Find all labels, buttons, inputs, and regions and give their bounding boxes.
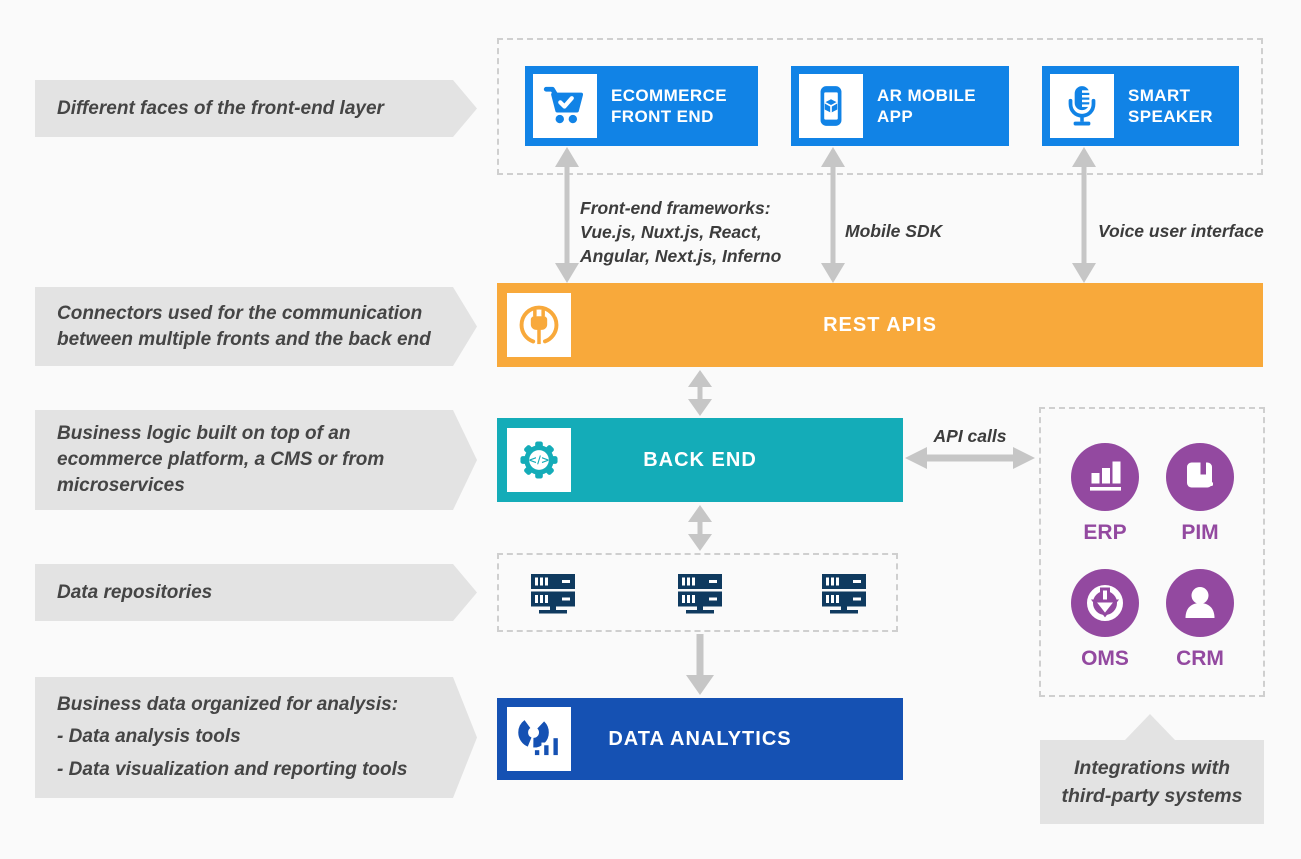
crm-circle [1166,569,1234,637]
shopping-cart-icon [533,74,597,138]
download-circle-icon [1087,585,1123,621]
bidirectional-arrow-mobile-rest [821,147,845,283]
oms-circle [1071,569,1139,637]
side-label-frontend: Different faces of the front-end layer [35,80,477,137]
side-label-connectors: Connectors used for the communication be… [35,287,477,366]
callout-pointer [1125,714,1175,740]
card-smart-speaker: SMART SPEAKER [1042,66,1239,146]
card-ar-mobile-app: AR MOBILE APP [791,66,1009,146]
frontend-layer-container [497,38,1263,175]
side-label-data-repositories: Data repositories [35,564,477,621]
gear-code-icon: </> [507,428,571,492]
erp-circle [1071,443,1139,511]
frameworks-note: Front-end frameworks: Vue.js, Nuxt.js, R… [580,198,782,267]
side-label-business-logic: Business logic built on top of an ecomme… [35,410,477,510]
microphone-icon [1050,74,1114,138]
pim-label: PIM [1181,521,1219,544]
bidirectional-arrow-speaker-rest [1072,147,1096,283]
plug-icon [507,293,571,357]
side-label-text: Different faces of the front-end layer [57,97,384,119]
bidirectional-arrow-backend-integrations [905,447,1035,469]
data-repositories-container [497,553,898,632]
bidirectional-arrow-ecommerce-rest [555,147,579,283]
ar-phone-icon [799,74,863,138]
server-icon [676,572,724,619]
server-icon [529,572,577,619]
side-label-text: Data repositories [57,581,213,603]
card-title: SMART SPEAKER [1128,85,1213,126]
down-arrow-repositories-analytics [686,634,714,695]
integrations-note-text: Integrations with third-party systems [1061,756,1243,807]
voice-ui-note: Voice user interface [1098,221,1264,241]
rest-apis-band: REST APIS [497,283,1263,367]
oms-label: OMS [1081,647,1129,670]
pie-chart-icon [507,707,571,771]
side-label-text: Business logic built on top of an ecomme… [57,423,385,496]
server-icon [820,572,868,619]
mobile-sdk-note: Mobile SDK [845,221,943,241]
bar-chart-icon [1090,461,1121,491]
erp-label: ERP [1083,521,1127,544]
side-label-analytics: Business data organized for analysis: - … [35,677,477,798]
band-title: REST APIS [823,313,937,336]
card-ecommerce-front-end: ECOMMERCE FRONT END [525,66,758,146]
side-label-text: Business data organized for analysis: - … [57,694,408,780]
package-icon [1187,462,1213,488]
bidirectional-arrow-backend-repositories [688,505,712,551]
card-title: ECOMMERCE FRONT END [611,85,727,126]
api-calls-note: API calls [933,426,1007,446]
crm-label: CRM [1176,647,1224,670]
backend-band: </> BACK END [497,418,903,502]
svg-text:</>: </> [528,455,549,467]
data-analytics-band: DATA ANALYTICS [497,698,903,780]
pim-circle [1166,443,1234,511]
integrations-note: Integrations with third-party systems [1040,740,1264,824]
card-title: AR MOBILE APP [877,85,976,126]
integrations-container [1039,407,1265,697]
side-label-text: Connectors used for the communication be… [57,302,431,350]
bidirectional-arrow-rest-backend [688,370,712,416]
band-title: BACK END [643,448,757,471]
person-icon [1185,587,1215,618]
band-title: DATA ANALYTICS [608,727,792,750]
